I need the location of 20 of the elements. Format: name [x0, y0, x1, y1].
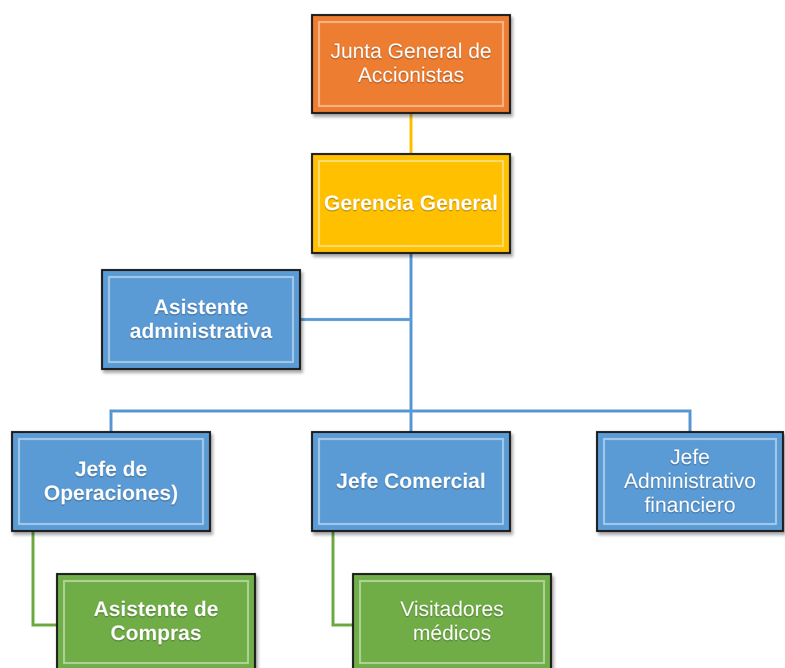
connector-line [410, 254, 692, 431]
org-box [596, 431, 784, 532]
connector-line [32, 532, 56, 626]
org-box [11, 431, 211, 532]
connector-line [332, 532, 352, 626]
role-title: Gerencia General [324, 192, 498, 216]
org-box [352, 573, 552, 668]
org-box [56, 573, 256, 668]
role-title: Asistente administrativa [128, 296, 274, 344]
org-box [101, 269, 301, 370]
role-title: Asistente de Compras [92, 598, 220, 646]
role-title: Jefe Administrativo financiero [623, 446, 757, 518]
role-title: Junta General de Accionistas [329, 40, 493, 88]
connector-line [410, 114, 412, 153]
role-title: Jefe Comercial [336, 470, 486, 494]
role-title: Jefe de Operaciones) [42, 458, 180, 506]
org-box [311, 14, 511, 114]
org-box [311, 431, 511, 532]
org-box [311, 153, 511, 254]
role-title: Visitadores médicos [399, 598, 505, 646]
